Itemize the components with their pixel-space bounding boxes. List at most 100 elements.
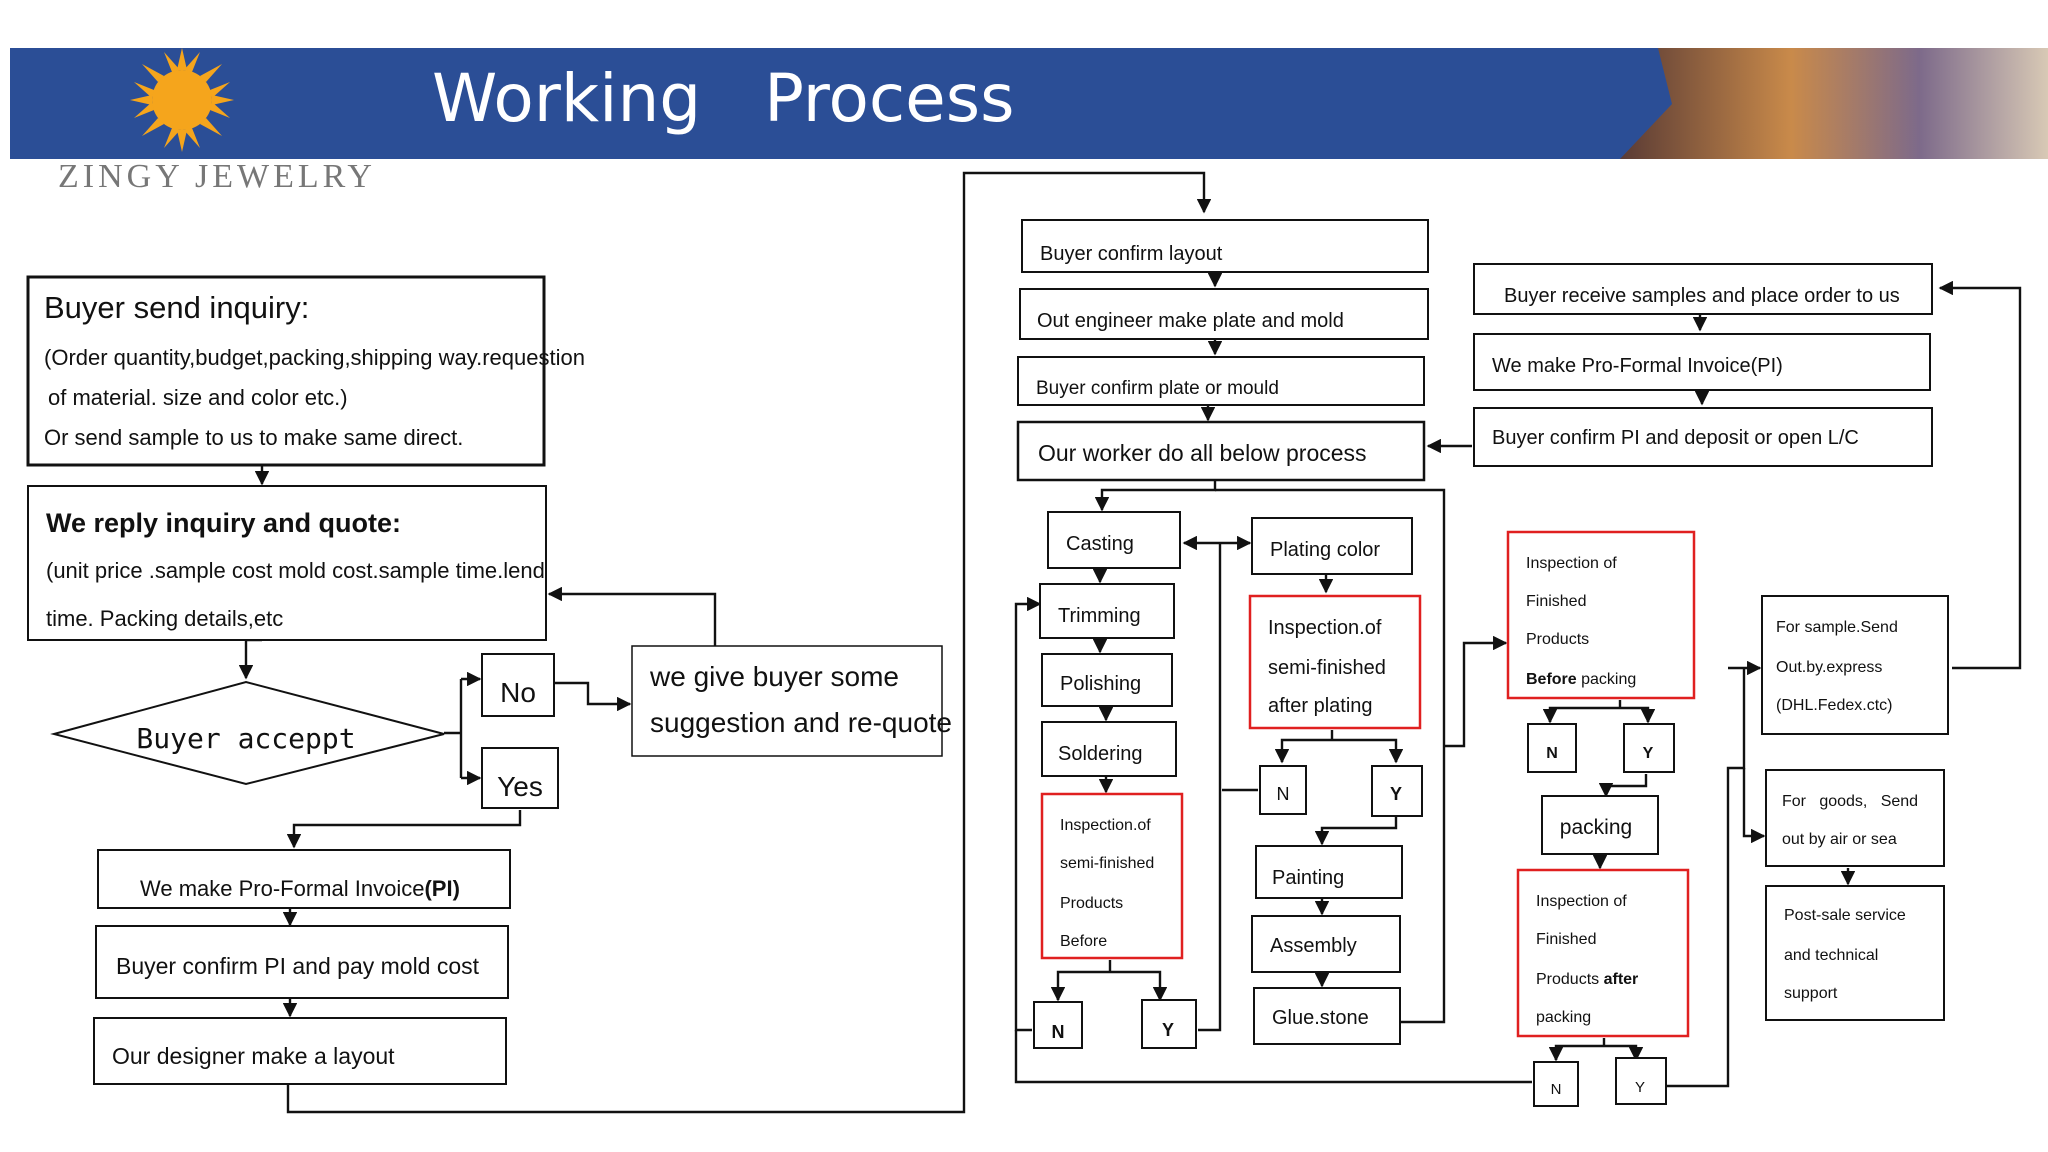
post-sale-box	[1765, 885, 1945, 1021]
confirm-pi-deposit-box	[1473, 407, 1933, 467]
inspection4-y-box	[1615, 1057, 1667, 1105]
inquiry-line-3: Or send sample to us to make same direct…	[44, 425, 463, 450]
inspection3-y-label: Y	[1643, 745, 1654, 762]
packing-label: packing	[1560, 816, 1632, 839]
inspection-after-plating-box	[1248, 594, 1422, 730]
suggestion-box	[631, 645, 943, 757]
soldering-box	[1041, 721, 1177, 777]
receive-samples-label: Buyer receive samples and place order to…	[1504, 285, 1900, 307]
connector-glue-to-right	[1215, 488, 1446, 1024]
inspection3-line-1: Inspection of	[1526, 555, 1617, 572]
post-sale-line-2: and technical	[1784, 947, 1878, 964]
inspection4-n-box	[1533, 1061, 1579, 1107]
assembly-box	[1251, 915, 1401, 973]
inspection1-n-box	[1033, 1001, 1083, 1049]
inspection2-y-box	[1371, 765, 1423, 817]
inspection3-n-box	[1527, 723, 1577, 773]
goods-send-box	[1765, 769, 1945, 867]
suggestion-line-2: suggestion and re-quote	[650, 707, 952, 738]
sample-send-line-3: (DHL.Fedex.ctc)	[1776, 697, 1892, 714]
goods-send-line-1: For goods, Send	[1782, 793, 1918, 810]
confirm-pi-deposit-label: Buyer confirm PI and deposit or open L/C	[1492, 427, 1859, 449]
designer-layout-box	[93, 1017, 507, 1085]
inspection1-line-2: semi-finished	[1060, 855, 1154, 872]
polishing-label: Polishing	[1060, 673, 1141, 695]
pi-box	[97, 849, 511, 909]
inspection3-n-label: N	[1546, 745, 1558, 762]
sun-logo-icon	[130, 48, 234, 152]
arrow-y2-to-painting	[1314, 816, 1398, 846]
inspection3-packing: packing	[1577, 671, 1637, 688]
connector-y4-to-shipping	[1666, 668, 1746, 1088]
arrow-n1-loop-to-trimming	[1014, 596, 1042, 1032]
arrow-inspection3-split	[1548, 700, 1650, 722]
inspection2-n-box	[1259, 765, 1307, 815]
inquiry-title: Buyer send inquiry:	[44, 290, 309, 325]
trimming-label: Trimming	[1058, 605, 1141, 627]
glue-stone-box	[1253, 987, 1401, 1045]
arrow-suggestion-to-reply	[547, 586, 717, 646]
plating-color-label: Plating color	[1270, 539, 1380, 561]
designer-layout-label: Our designer make a layout	[112, 1043, 395, 1069]
pi-label-bold: (PI)	[424, 876, 459, 901]
inspection4-y-label: Y	[1635, 1079, 1645, 1096]
polishing-box	[1041, 653, 1173, 707]
pi-label-text: We make Pro-Formal Invoice	[140, 876, 424, 901]
inspection2-line-1: Inspection.of	[1268, 617, 1382, 639]
assembly-label: Assembly	[1270, 935, 1357, 957]
arrow-worker-to-casting	[1094, 480, 1217, 512]
arrow-no-to-suggestion	[554, 681, 632, 712]
inspection4-line-2: Finished	[1536, 931, 1596, 948]
inquiry-line-1: (Order quantity,budget,packing,shipping …	[44, 345, 585, 370]
connector-n4-loop	[1014, 1030, 1532, 1084]
sample-send-line-2: Out.by.express	[1776, 659, 1882, 676]
confirm-layout-label: Buyer confirm layout	[1040, 243, 1223, 265]
inspection-finished-before-packing-box	[1506, 530, 1696, 700]
no-box	[481, 653, 555, 717]
pi-label: We make Pro-Formal Invoice(PI)	[140, 876, 460, 901]
no-label: No	[500, 677, 536, 708]
inspection1-y-label: Y	[1162, 1020, 1174, 1040]
arrow-designer-to-layout	[286, 171, 1212, 1114]
casting-box	[1047, 511, 1181, 569]
trimming-box	[1039, 583, 1175, 639]
reply-line-1: (unit price .sample cost mold cost.sampl…	[46, 558, 545, 583]
inspection1-line-1: Inspection.of	[1060, 817, 1151, 834]
reply-box	[27, 485, 547, 641]
make-pi-box	[1473, 333, 1931, 391]
receive-samples-box	[1473, 263, 1933, 315]
arrow-reply-to-accept	[238, 638, 262, 680]
inspection2-n-label: N	[1277, 784, 1290, 804]
arrow-inspection2-split	[1280, 730, 1398, 762]
make-pi-label: We make Pro-Formal Invoice(PI)	[1492, 355, 1783, 377]
painting-label: Painting	[1272, 867, 1344, 889]
confirm-plate-box	[1017, 356, 1425, 406]
inspection1-y-box	[1141, 999, 1197, 1049]
arrow-y3-to-packing	[1598, 774, 1648, 798]
arrow-yes-to-pi	[286, 810, 522, 849]
casting-label: Casting	[1066, 533, 1134, 555]
inspection4-line-1: Inspection of	[1536, 893, 1627, 910]
inspection1-n-label: N	[1052, 1022, 1065, 1042]
connector-accept-branch	[444, 679, 463, 778]
inspection3-line-4: Before packing	[1526, 671, 1636, 688]
inspection4-n-label: N	[1551, 1081, 1562, 1098]
header-city-image	[1620, 48, 2048, 159]
buyer-accept-label: Buyer acceppt	[136, 722, 355, 755]
suggestion-line-1: we give buyer some	[649, 661, 899, 692]
connectors	[238, 171, 2022, 1114]
glue-stone-label: Glue.stone	[1272, 1007, 1369, 1029]
inquiry-box	[26, 275, 546, 467]
inspection4-line-4: packing	[1536, 1009, 1591, 1026]
goods-send-line-2: out by air or sea	[1782, 831, 1897, 848]
inspection3-line-3: Products	[1526, 631, 1589, 648]
arrow-sample-to-receive	[1938, 280, 2022, 670]
confirm-pi-mold-box	[95, 925, 509, 999]
buyer-accept-decision	[50, 680, 445, 786]
arrow-inspection4-split	[1554, 1038, 1638, 1060]
yes-label: Yes	[497, 771, 543, 802]
connector-y1-to-plating	[1198, 543, 1222, 1032]
arrow-inspection1-split	[1056, 960, 1162, 1000]
painting-box	[1255, 845, 1403, 899]
